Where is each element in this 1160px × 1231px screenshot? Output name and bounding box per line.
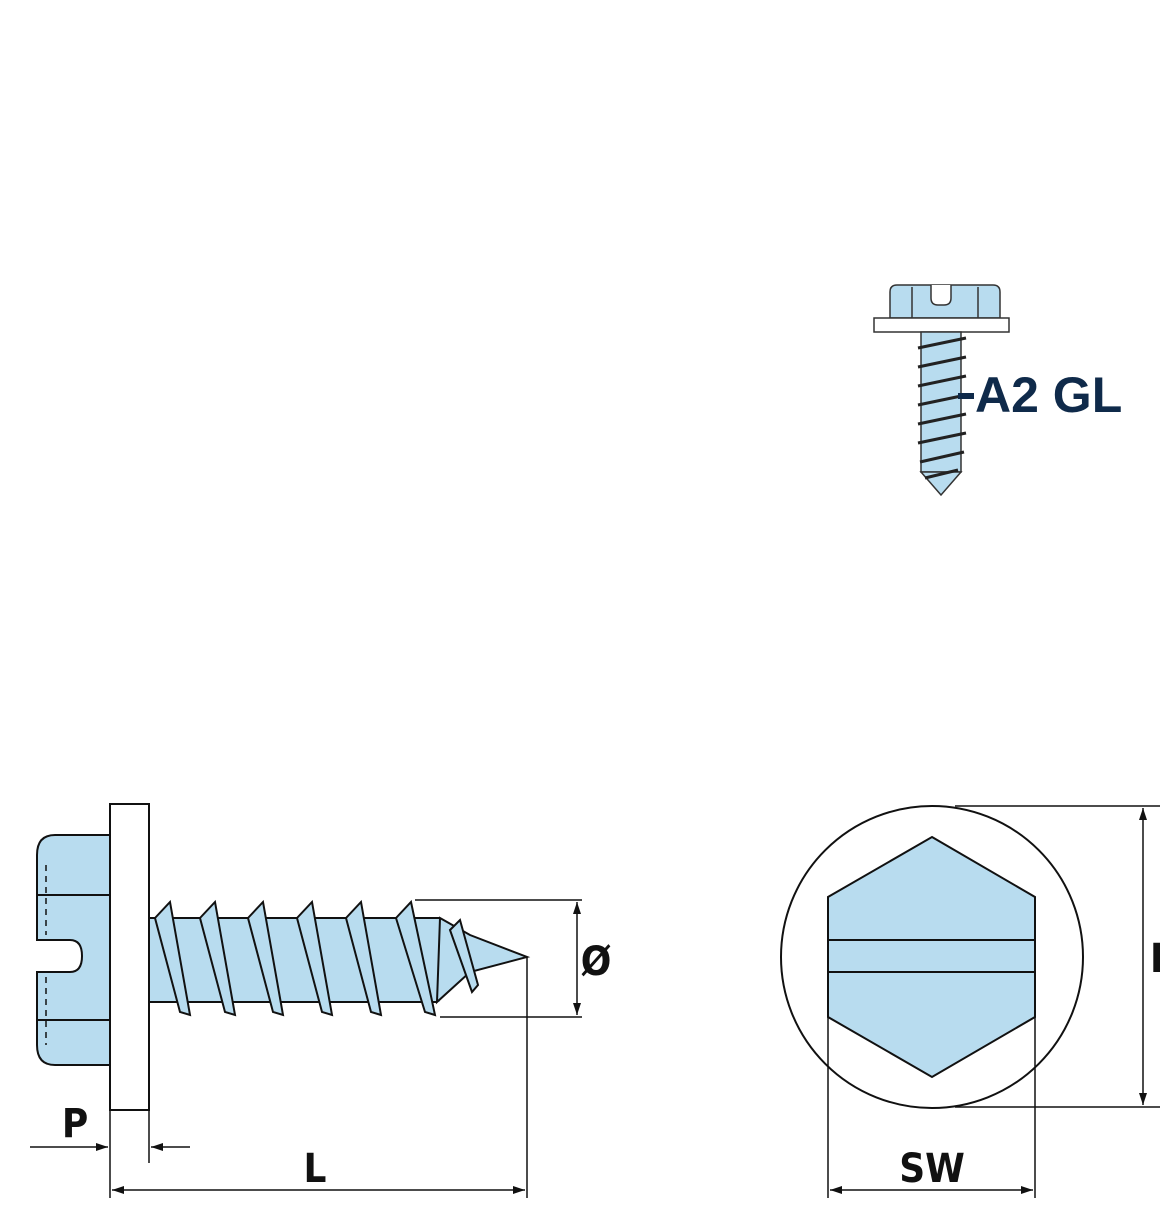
label-dash xyxy=(958,393,974,399)
washer-thickness-label: P xyxy=(62,1101,88,1147)
diameter-label: Ø xyxy=(581,939,612,985)
length-label: L xyxy=(304,1146,327,1192)
screw-side-view xyxy=(30,803,582,1198)
product-label: A2 GL xyxy=(975,367,1122,423)
wrench-size-label: SW xyxy=(899,1146,965,1192)
screw-top-view xyxy=(780,805,1160,1198)
screw-product-icon xyxy=(873,284,1010,497)
outer-diameter-label: D xyxy=(1150,936,1160,982)
